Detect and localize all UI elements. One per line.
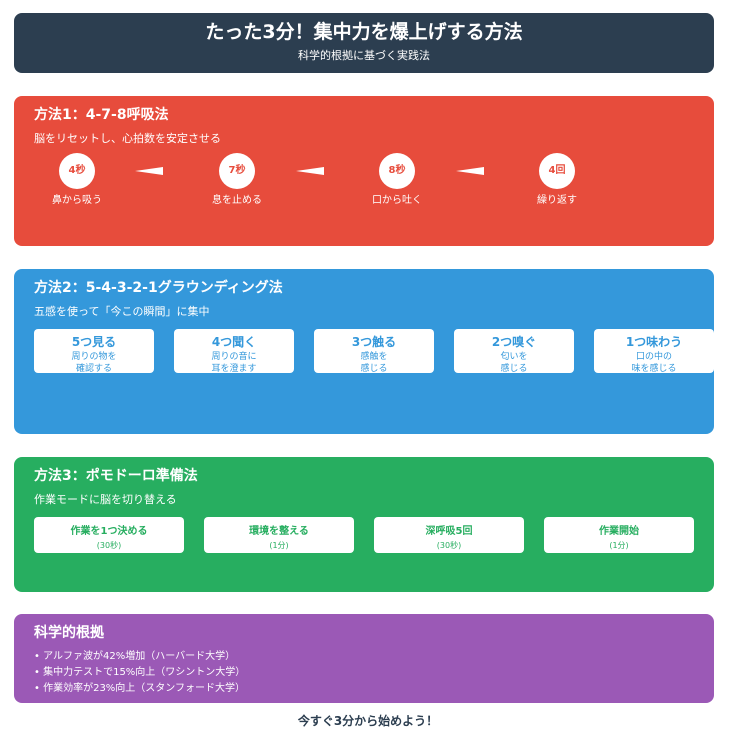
method3-desc: 作業モードに脳を切り替える bbox=[34, 493, 177, 506]
method3-title: 方法3：ポモドーロ準備法 bbox=[34, 468, 198, 484]
breath-step-value: 4回 bbox=[539, 153, 575, 189]
sense-box-smell: 2つ嗅ぐ 匂いを 感じる bbox=[454, 329, 574, 374]
method2-title: 方法2：5-4-3-2-1グラウンディング法 bbox=[34, 280, 283, 296]
method2-desc: 五感を使って「今この瞬間」に集中 bbox=[34, 305, 210, 318]
header-banner: たった3分！集中力を爆上げする方法 科学的根拠に基づく実践法 bbox=[14, 13, 714, 73]
pomodoro-step-title: 作業を1つ決める bbox=[70, 526, 148, 537]
sense-box-taste: 1つ味わう 口の中の 味を感じる bbox=[594, 329, 714, 374]
pomodoro-step-3: 深呼吸5回 (30秒) bbox=[374, 517, 524, 553]
sense-desc: 匂いを bbox=[500, 352, 528, 362]
sense-desc: 感じる bbox=[360, 364, 388, 374]
breath-step-value: 8秒 bbox=[379, 153, 415, 189]
breath-step-exhale: 8秒 口から吐く bbox=[352, 153, 442, 206]
list-item: • 集中力テストで15%向上（ワシントン大学） bbox=[34, 667, 246, 678]
sense-desc: 味を感じる bbox=[631, 364, 677, 374]
list-item: • アルファ波が42%増加（ハーバード大学） bbox=[34, 651, 236, 662]
breath-step-hold: 7秒 息を止める bbox=[192, 153, 282, 206]
sense-desc: 耳を澄ます bbox=[211, 364, 257, 374]
sense-title: 5つ見る bbox=[71, 335, 117, 349]
arrow-icon bbox=[135, 167, 163, 175]
science-card: 科学的根拠 • アルファ波が42%増加（ハーバード大学） • 集中力テストで15… bbox=[14, 614, 714, 703]
science-title: 科学的根拠 bbox=[34, 625, 104, 641]
page-title: たった3分！集中力を爆上げする方法 bbox=[205, 21, 523, 43]
breath-step-label: 口から吐く bbox=[372, 195, 422, 206]
arrow-icon bbox=[456, 167, 484, 175]
sense-desc: 確認する bbox=[75, 364, 112, 374]
breath-step-value: 7秒 bbox=[219, 153, 255, 189]
sense-box-touch: 3つ触る 感触を 感じる bbox=[314, 329, 434, 374]
sense-title: 4つ聞く bbox=[211, 335, 257, 349]
method1-desc: 脳をリセットし、心拍数を安定させる bbox=[34, 132, 221, 145]
breath-step-inhale: 4秒 鼻から吸う bbox=[32, 153, 122, 206]
pomodoro-step-time: (30秒) bbox=[96, 541, 122, 550]
sense-title: 1つ味わう bbox=[625, 335, 683, 349]
sense-desc: 周りの物を bbox=[71, 352, 117, 362]
pomodoro-step-title: 深呼吸5回 bbox=[425, 526, 473, 537]
method3-card: 方法3：ポモドーロ準備法 作業モードに脳を切り替える 作業を1つ決める (30秒… bbox=[14, 457, 714, 592]
sense-desc: 口の中の bbox=[635, 352, 672, 362]
pomodoro-step-time: (30秒) bbox=[436, 541, 462, 550]
sense-box-hear: 4つ聞く 周りの音に 耳を澄ます bbox=[174, 329, 294, 374]
arrow-icon bbox=[296, 167, 324, 175]
sense-desc: 感触を bbox=[360, 352, 388, 362]
breath-step-label: 息を止める bbox=[212, 195, 262, 206]
breath-step-value: 4秒 bbox=[59, 153, 95, 189]
pomodoro-step-title: 環境を整える bbox=[249, 526, 309, 537]
sense-title: 3つ触る bbox=[351, 335, 397, 349]
method1-title: 方法1：4-7-8呼吸法 bbox=[34, 107, 169, 123]
sense-title: 2つ嗅ぐ bbox=[491, 335, 537, 349]
pomodoro-step-time: (1分) bbox=[609, 541, 629, 550]
footer-call-to-action: 今すぐ3分から始めよう！ bbox=[297, 714, 439, 728]
method1-card: 方法1：4-7-8呼吸法 脳をリセットし、心拍数を安定させる 4秒 鼻から吸う … bbox=[14, 96, 714, 246]
pomodoro-step-1: 作業を1つ決める (30秒) bbox=[34, 517, 184, 553]
pomodoro-step-title: 作業開始 bbox=[599, 526, 639, 537]
breath-step-label: 繰り返す bbox=[537, 195, 577, 206]
pomodoro-step-2: 環境を整える (1分) bbox=[204, 517, 354, 553]
science-list: • アルファ波が42%増加（ハーバード大学） • 集中力テストで15%向上（ワシ… bbox=[34, 649, 245, 697]
breath-step-repeat: 4回 繰り返す bbox=[512, 153, 602, 206]
sense-desc: 周りの音に bbox=[211, 352, 257, 362]
sense-box-see: 5つ見る 周りの物を 確認する bbox=[34, 329, 154, 374]
method2-card: 方法2：5-4-3-2-1グラウンディング法 五感を使って「今この瞬間」に集中 … bbox=[14, 269, 714, 434]
pomodoro-step-4: 作業開始 (1分) bbox=[544, 517, 694, 553]
breath-step-label: 鼻から吸う bbox=[52, 195, 102, 206]
pomodoro-step-time: (1分) bbox=[269, 541, 289, 550]
sense-desc: 感じる bbox=[500, 364, 528, 374]
page-subtitle: 科学的根拠に基づく実践法 bbox=[298, 49, 430, 62]
list-item: • 作業効率が23%向上（スタンフォード大学） bbox=[34, 683, 246, 694]
